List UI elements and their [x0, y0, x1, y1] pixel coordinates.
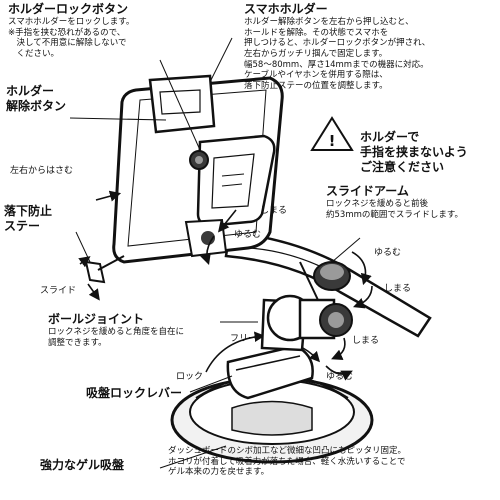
ball-joint [260, 294, 353, 352]
slide-arm-desc: ロックネジを緩めると前後 約53mmの範囲でスライドします。 [326, 199, 464, 220]
holder-lock-button-desc: スマホホルダーをロックします。 ※手指を挟む恐れがあるので、 決して不用意に解除… [8, 17, 135, 59]
suction-cup [170, 373, 374, 464]
drop-prevention-stay [84, 255, 125, 284]
svg-text:!: ! [329, 132, 336, 150]
lock-label: ロック [176, 372, 204, 382]
holder-release-button-label: ホルダー 解除ボタン [6, 84, 67, 113]
lever-rotate-arrow [205, 331, 265, 373]
left-gripper [148, 74, 216, 134]
ball-joint-title: ボールジョイント [48, 312, 145, 326]
slide-arm-title: スライドアーム [326, 184, 409, 198]
holder-lock-button [189, 150, 209, 170]
ball-joint-desc: ロックネジを緩めると角度を自在に 調整できます。 [48, 327, 185, 348]
callout-lines [69, 37, 361, 469]
smartphone-holder-title: スマホホルダー [244, 2, 328, 16]
tighten-label-1: しまる [260, 206, 288, 216]
loosen-label-1: ゆるむ [234, 230, 262, 240]
warning-triangle-icon: ! [310, 116, 354, 151]
suction-lock-lever-label: 吸盤ロックレバー [86, 386, 183, 400]
strong-gel-suction-title: 強力なゲル吸盤 [40, 458, 125, 472]
free-label: フリー [230, 334, 258, 344]
holder-joint [184, 218, 228, 258]
slide-label: スライド [40, 286, 77, 296]
tighten-label-2: しまる [384, 284, 412, 294]
pinch-from-sides-label: 左右からはさむ [10, 166, 74, 176]
holder-lock-button-title: ホルダーロックボタン [8, 2, 129, 16]
loosen-label-2: ゆるむ [374, 248, 402, 258]
slide-arm-lock-knob [313, 261, 351, 291]
slide-arm-callout: スライドアーム ロックネジを緩めると前後 約53mmの範囲でスライドします。 [326, 184, 463, 220]
loosen-label-3: ゆるむ [326, 372, 354, 382]
smartphone-holder-callout: スマホホルダー ホルダー解除ボタンを左右から押し込むと、 ホールドを解除。その状… [244, 2, 430, 91]
holder-lock-button-callout: ホルダーロックボタン スマホホルダーをロックします。 ※手指を挟む恐れがあるので… [8, 2, 134, 60]
ball-joint-callout: ボールジョイント ロックネジを緩めると角度を自在に 調整できます。 [48, 312, 184, 348]
smartphone-holder-desc: ホルダー解除ボタンを左右から押し込むと、 ホールドを解除。その状態でスマホを 押… [244, 17, 431, 91]
tighten-label-3: しまる [352, 336, 380, 346]
drop-prevention-stay-label: 落下防止 ステー [4, 204, 53, 233]
suction-lock-lever [226, 344, 314, 400]
strong-gel-suction-desc: ダッシュボードのシボ加工など微細な凹凸にもピッタリ固定。 ホコリが付着して吸着力… [168, 446, 407, 478]
motion-arrows [78, 190, 373, 381]
warning-text: ホルダーで 手指を挟まないよう ご注意ください [360, 130, 468, 174]
